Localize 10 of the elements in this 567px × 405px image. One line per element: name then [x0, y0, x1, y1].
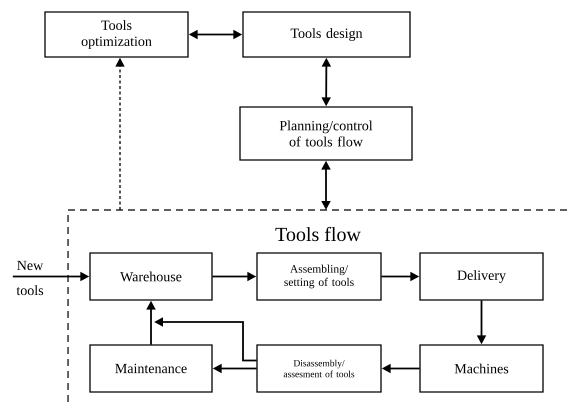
input-label: New tools: [16, 260, 44, 296]
process-box: Delivery: [419, 252, 544, 301]
process-box: Assembling/ setting of tools: [256, 252, 382, 301]
process-box: Tools optimization: [44, 11, 189, 58]
process-box: Warehouse: [89, 252, 213, 301]
process-box: Machines: [419, 344, 544, 393]
process-box: Maintenance: [89, 344, 213, 393]
process-box: Planning/control of tools flow: [239, 106, 413, 161]
process-box: Disassembly/ assesment of tools: [256, 344, 382, 393]
process-box: Tools design: [242, 11, 411, 58]
